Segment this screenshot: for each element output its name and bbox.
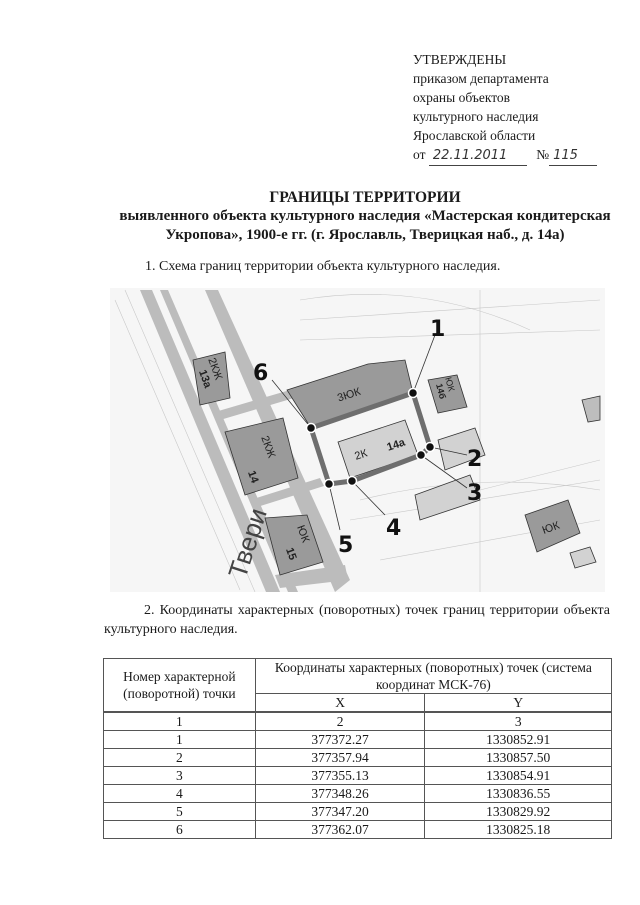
x-cell: 377372.27 <box>254 730 426 749</box>
x-cell: 377348.26 <box>254 784 426 803</box>
leader-line-6 <box>271 379 312 429</box>
building-minor <box>581 395 601 423</box>
building-minor <box>569 546 597 569</box>
date-prefix: от <box>413 147 426 162</box>
road-band <box>250 478 324 508</box>
x-cell: 377357.94 <box>254 748 426 767</box>
building-minor <box>414 474 481 521</box>
y-cell: 1330852.91 <box>424 730 612 749</box>
title-main: ГРАНИЦЫ ТЕРРИТОРИИ <box>269 189 461 206</box>
approval-heading: УТВЕРЖДЕНЫ <box>413 52 507 67</box>
building-label: ЮК <box>294 524 311 545</box>
point-cell: 2 <box>103 748 256 767</box>
section-1-heading: 1. Схема границ территории объекта культ… <box>145 259 501 274</box>
building-label: ЮК <box>541 519 562 536</box>
number-prefix: № <box>536 147 550 162</box>
approval-line: охраны объектов <box>413 90 511 105</box>
road-band <box>140 290 280 592</box>
title-line: Укропова», 1900-е гг. (г. Ярославль, Тве… <box>165 227 565 243</box>
leader-line-2 <box>429 446 468 456</box>
leader-line-3 <box>420 454 468 489</box>
building-label: ЮК <box>443 376 457 393</box>
y-cell: 1330857.50 <box>424 748 612 767</box>
table-row: 1 377372.27 1330852.91 <box>103 730 612 749</box>
leader-line-5 <box>328 483 341 531</box>
y-cell: 1330854.91 <box>424 766 612 785</box>
leader-line-4 <box>351 480 386 516</box>
x-cell: 377362.07 <box>254 820 426 839</box>
building-number: 14 <box>245 469 261 485</box>
table-row: 3 377355.13 1330854.91 <box>103 766 612 785</box>
building-3yuk <box>286 359 414 429</box>
building-yuk-15 <box>264 514 324 576</box>
point-label: 6 <box>253 361 268 386</box>
approval-line: Ярославской области <box>413 128 536 143</box>
approval-line: приказом департамента <box>413 71 549 86</box>
building-2kzh-13a <box>192 351 231 406</box>
boundary-point-2 <box>424 441 436 453</box>
handwritten-number: 115 <box>549 146 598 166</box>
building-minor <box>437 427 486 471</box>
numbering-cell: 1 <box>103 711 256 731</box>
building-2kzh-14 <box>224 417 299 496</box>
building-yuk <box>524 499 581 553</box>
point-label: 2 <box>467 447 482 472</box>
table-row: 5 377347.20 1330829.92 <box>103 802 612 821</box>
point-label: 1 <box>430 317 445 342</box>
point-cell: 6 <box>103 820 256 839</box>
y-cell: 1330825.18 <box>424 820 612 839</box>
point-cell: 5 <box>103 802 256 821</box>
point-cell: 1 <box>103 730 256 749</box>
handwritten-date: 22.11.2011 <box>428 146 527 166</box>
y-cell: 1330836.55 <box>424 784 612 803</box>
boundary-point-4 <box>346 475 358 487</box>
y-cell: 1330829.92 <box>424 802 612 821</box>
building-number: 14а <box>385 436 407 453</box>
map-survey-lines <box>114 289 601 592</box>
approval-stamp: УТВЕРЖДЕНЫ приказом департамента охраны … <box>413 50 598 166</box>
numbering-row: 1 2 3 <box>103 711 612 731</box>
col-point-number-header: Номер характерной (поворотной) точки <box>103 658 256 713</box>
point-cell: 4 <box>103 784 256 803</box>
road-band <box>215 390 294 420</box>
x-cell: 377355.13 <box>254 766 426 785</box>
coords-header: Координаты характерных (поворотных) точе… <box>254 658 613 694</box>
approval-line: культурного наследия <box>413 109 539 124</box>
document-title: ГРАНИЦЫ ТЕРРИТОРИИ выявленного объекта к… <box>100 188 630 245</box>
building-yuk-14b <box>427 374 468 414</box>
point-cell: 3 <box>103 766 256 785</box>
table-row: 2 377357.94 1330857.50 <box>103 748 612 767</box>
building-label: 2К <box>353 447 369 462</box>
coordinates-table: Номер характерной (поворотной) точки Коо… <box>103 658 613 839</box>
y-header: Y <box>424 693 612 713</box>
boundary-scheme-map: Твери 3ЮК 2К 14а 2КЖ 13а 2КЖ 14 ЮК 15 ЮК… <box>110 288 605 592</box>
point-label: 5 <box>338 533 353 558</box>
table-row: 6 377362.07 1330825.18 <box>103 820 612 839</box>
x-cell: 377347.20 <box>254 802 426 821</box>
boundary-point-6 <box>305 422 317 434</box>
section-2-heading: 2. Координаты характерных (поворотных) т… <box>104 603 610 637</box>
building-number: 14б <box>434 382 448 400</box>
building-number: 15 <box>283 546 298 562</box>
title-line: выявленного объекта культурного наследия… <box>119 208 611 224</box>
boundary-point-1 <box>407 387 419 399</box>
boundary-point-3 <box>415 449 427 461</box>
point-label: 4 <box>386 516 401 541</box>
leader-line-1 <box>412 334 436 394</box>
x-header: X <box>254 693 426 713</box>
table-row: 4 377348.26 1330836.55 <box>103 784 612 803</box>
numbering-cell: 3 <box>424 711 612 731</box>
boundary-point-5 <box>323 478 335 490</box>
road-band <box>275 565 348 588</box>
point-label: 3 <box>467 481 482 506</box>
numbering-cell: 2 <box>254 711 426 731</box>
